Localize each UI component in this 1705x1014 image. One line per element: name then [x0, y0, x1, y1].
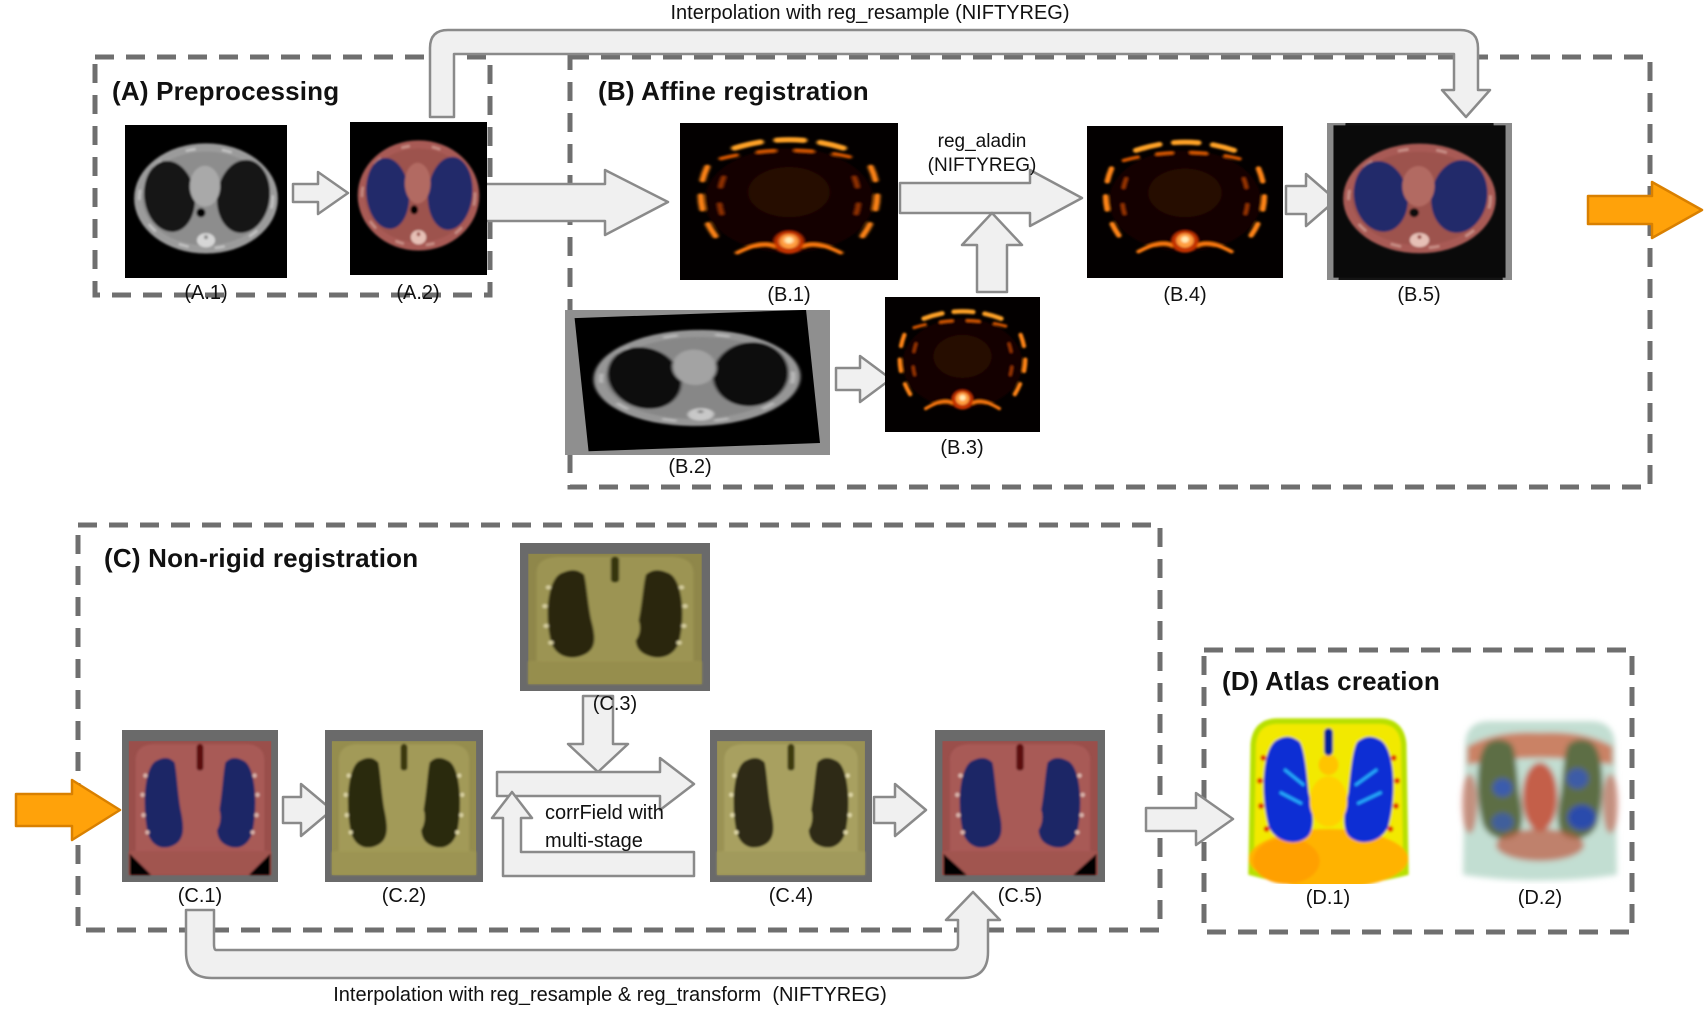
orange-entry-arrow-icon [14, 778, 122, 842]
box-b-affine [567, 54, 1653, 490]
image-d1-atlas-jet [1240, 712, 1417, 884]
corrfield-label-line2: multi-stage [545, 830, 643, 852]
image-b1-bone [680, 123, 898, 280]
arrow-reg-aladin-icon [898, 168, 1084, 228]
box-d-atlas [1201, 647, 1635, 935]
section-b-title: (B) Affine registration [598, 76, 869, 106]
arrow-b3-up-icon [960, 211, 1024, 294]
label-b4: (B.4) [1163, 284, 1207, 306]
reg-aladin-label: reg_aladin (NIFTYREG) [882, 130, 1082, 178]
box-a-preprocessing [92, 54, 493, 298]
label-c5: (C.5) [997, 885, 1043, 907]
image-c1-coronal-overlay [122, 730, 278, 882]
label-c4: (C.4) [768, 885, 814, 907]
arrow-b2-to-b3-icon [834, 354, 893, 404]
label-c3: (C.3) [592, 693, 638, 715]
arrow-c4-to-c5-icon [872, 782, 928, 838]
label-b3: (B.3) [940, 437, 984, 459]
arrow-c1-to-c2-icon [281, 782, 334, 838]
arrow-b4-to-b5-icon [1284, 172, 1338, 228]
arrow-a-to-b-icon [483, 168, 670, 237]
image-b4-bone [1087, 126, 1283, 278]
image-c3-coronal [520, 543, 710, 691]
label-a1: (A.1) [184, 282, 228, 304]
box-c-nonrigid [75, 522, 1163, 933]
image-b2-ct [565, 310, 830, 455]
label-a2: (A.2) [396, 282, 440, 304]
arrow-a1-to-a2-icon [291, 170, 350, 216]
label-b1: (B.1) [767, 284, 811, 306]
section-a-title: (A) Preprocessing [112, 76, 340, 106]
label-d1: (D.1) [1305, 887, 1351, 909]
label-c2: (C.2) [381, 885, 427, 907]
image-c2-coronal [325, 730, 483, 882]
arrow-corrfield-forward-icon [495, 756, 696, 812]
bottom-arrow-label: Interpolation with reg_resample & reg_tr… [333, 984, 887, 1006]
image-a2-ct-overlay [350, 122, 487, 275]
label-b5: (B.5) [1397, 284, 1441, 306]
reg-aladin-label-line2: (NIFTYREG) [927, 155, 1037, 176]
top-arrow-label: Interpolation with reg_resample (NIFTYRE… [670, 2, 1070, 24]
top-interpolation-arrow [428, 28, 1492, 119]
label-b2: (B.2) [668, 456, 712, 478]
arrow-corrfield-loop-icon [490, 790, 696, 878]
image-a1-ct [125, 125, 287, 278]
label-d2: (D.2) [1517, 887, 1563, 909]
orange-exit-arrow-icon [1586, 180, 1704, 240]
corrfield-label: corrField with multi-stage [545, 799, 664, 855]
image-c4-coronal [710, 730, 872, 882]
image-b3-bone [885, 297, 1040, 432]
image-b5-ct-overlay [1327, 123, 1512, 280]
corrfield-label-line1: corrField with [545, 802, 664, 824]
section-c-title: (C) Non-rigid registration [104, 543, 419, 573]
label-c1: (C.1) [177, 885, 223, 907]
section-d-title: (D) Atlas creation [1222, 666, 1440, 696]
image-d2-atlas-variability [1452, 712, 1628, 884]
bottom-interpolation-arrow [184, 890, 1002, 980]
image-c5-coronal-overlay [935, 730, 1105, 882]
arrow-c-to-d-icon [1144, 791, 1235, 847]
arrow-c3-down-icon [566, 694, 630, 774]
reg-aladin-label-line1: reg_aladin [937, 131, 1027, 152]
